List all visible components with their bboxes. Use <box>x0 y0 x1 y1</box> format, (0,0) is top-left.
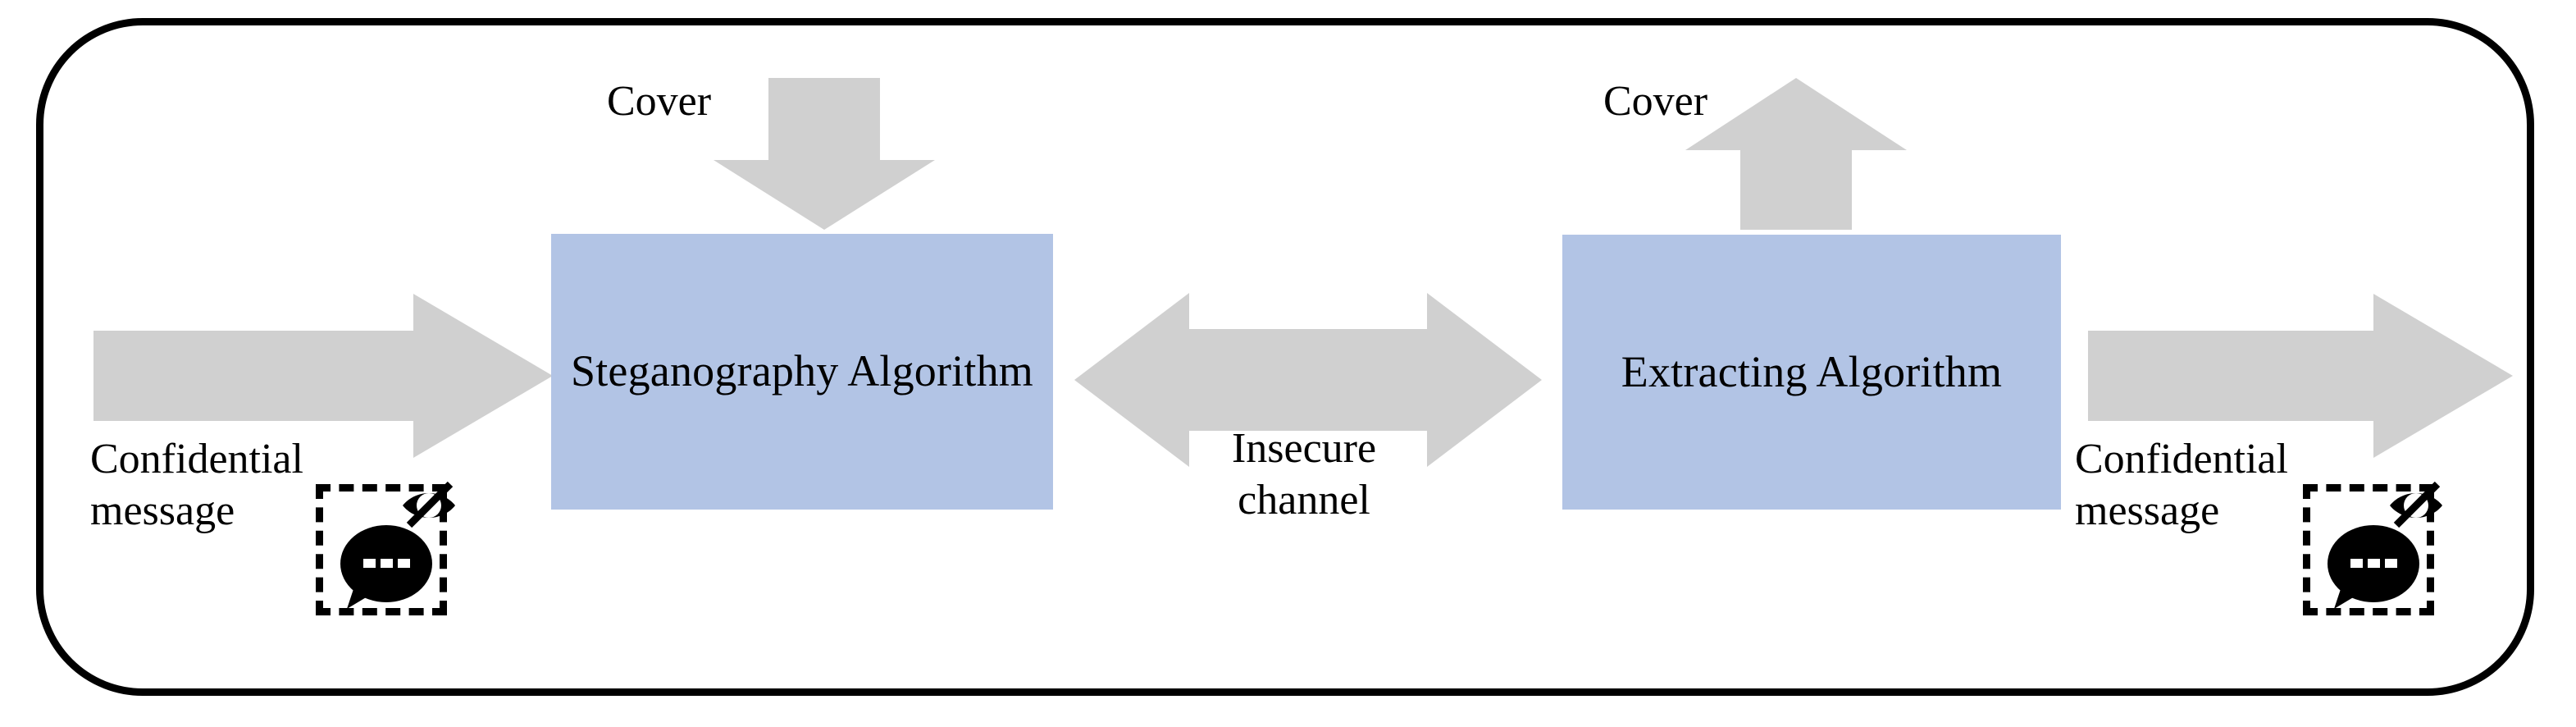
eye-slash-icon <box>403 481 455 528</box>
hidden-message-icon-right <box>2303 469 2459 625</box>
speech-bubble-icon <box>2328 525 2419 609</box>
speech-bubble-eye-slash-group <box>2328 481 2442 609</box>
insecure-channel-label: Insecure channel <box>1231 425 1377 524</box>
cover-output-arrow <box>1685 78 1907 230</box>
hidden-message-icon-left <box>316 469 472 625</box>
speech-bubble-icon <box>340 525 432 609</box>
insecure-channel-arrow <box>1074 293 1542 467</box>
dashed-selection-box <box>2303 484 2434 615</box>
cover-input-arrow <box>714 78 935 230</box>
input-secret-arrow <box>93 294 553 458</box>
extracting-algorithm-box[interactable]: Extracting Algorithm <box>1562 235 2061 510</box>
cover-output-label: Cover <box>1603 78 1708 125</box>
steganography-algorithm-box[interactable]: Steganography Algorithm <box>551 234 1053 510</box>
extracting-algorithm-label: Extracting Algorithm <box>1621 346 2003 396</box>
diagram-outer-frame <box>36 18 2534 696</box>
steganography-algorithm-label: Steganography Algorithm <box>570 346 1034 396</box>
speech-bubble-eye-slash-group <box>340 481 455 609</box>
confidential-message-label-right: Confidential message <box>2075 436 2288 535</box>
confidential-message-label-left: Confidential message <box>90 436 303 535</box>
cover-input-label: Cover <box>607 78 712 125</box>
dashed-selection-box <box>316 484 447 615</box>
eye-slash-icon <box>2390 481 2442 528</box>
output-secret-arrow <box>2088 294 2513 458</box>
